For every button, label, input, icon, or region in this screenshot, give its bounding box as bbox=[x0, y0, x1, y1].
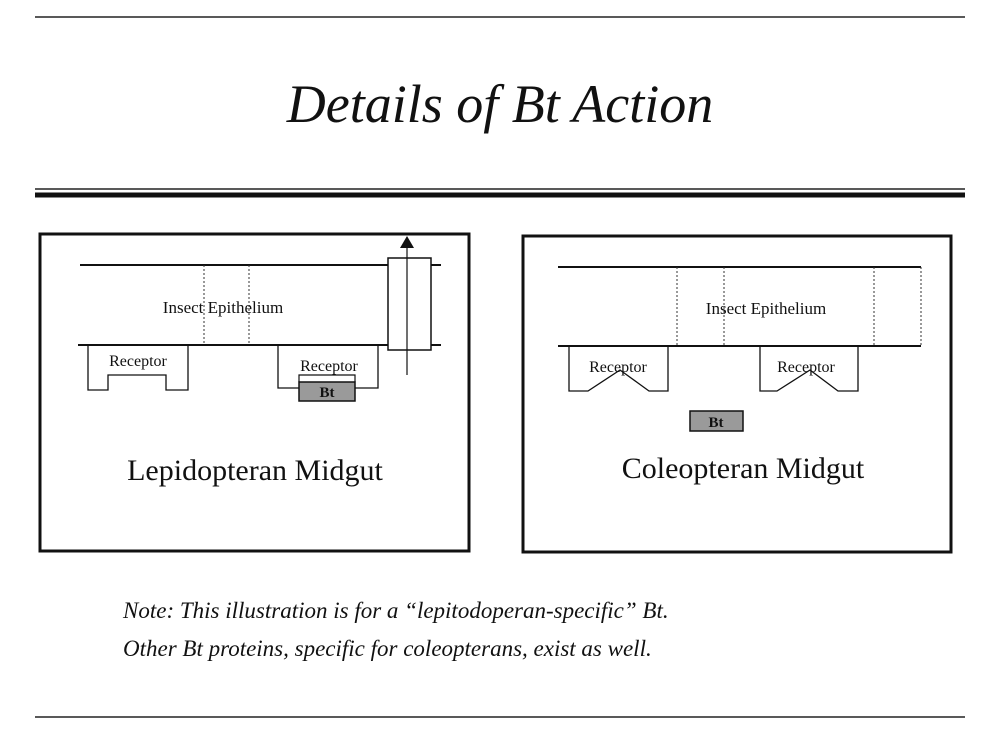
epithelium-label: Insect Epithelium bbox=[163, 298, 283, 317]
note-line-2: Other Bt proteins, specific for coleopte… bbox=[123, 636, 652, 661]
epithelium-label: Insect Epithelium bbox=[706, 299, 826, 318]
receptor-label: Receptor bbox=[109, 353, 167, 370]
coleopteran-panel: Insect Epithelium Receptor Receptor Bt C… bbox=[521, 234, 953, 554]
receptor-label: Receptor bbox=[777, 359, 835, 376]
receptor bbox=[759, 346, 859, 392]
bt-toxin bbox=[689, 410, 744, 432]
pore bbox=[387, 257, 432, 351]
bt-label: Bt bbox=[320, 385, 335, 401]
panel-caption: Lepidopteran Midgut bbox=[127, 454, 383, 487]
arrow-head-icon bbox=[400, 236, 414, 248]
receptor-label: Receptor bbox=[300, 358, 358, 375]
note-line-1: Note: This illustration is for a “lepito… bbox=[122, 598, 669, 623]
receptor bbox=[568, 346, 669, 392]
receptor-bound bbox=[277, 345, 379, 389]
panel-caption: Coleopteran Midgut bbox=[622, 452, 865, 485]
bt-label: Bt bbox=[709, 415, 724, 431]
receptor-label: Receptor bbox=[589, 359, 647, 376]
lepidopteran-panel: Insect Epithelium Receptor Receptor Bt L… bbox=[38, 232, 471, 553]
bt-toxin bbox=[298, 381, 356, 402]
receptor-empty bbox=[87, 345, 189, 391]
slide-title: Details of Bt Action bbox=[286, 74, 713, 134]
